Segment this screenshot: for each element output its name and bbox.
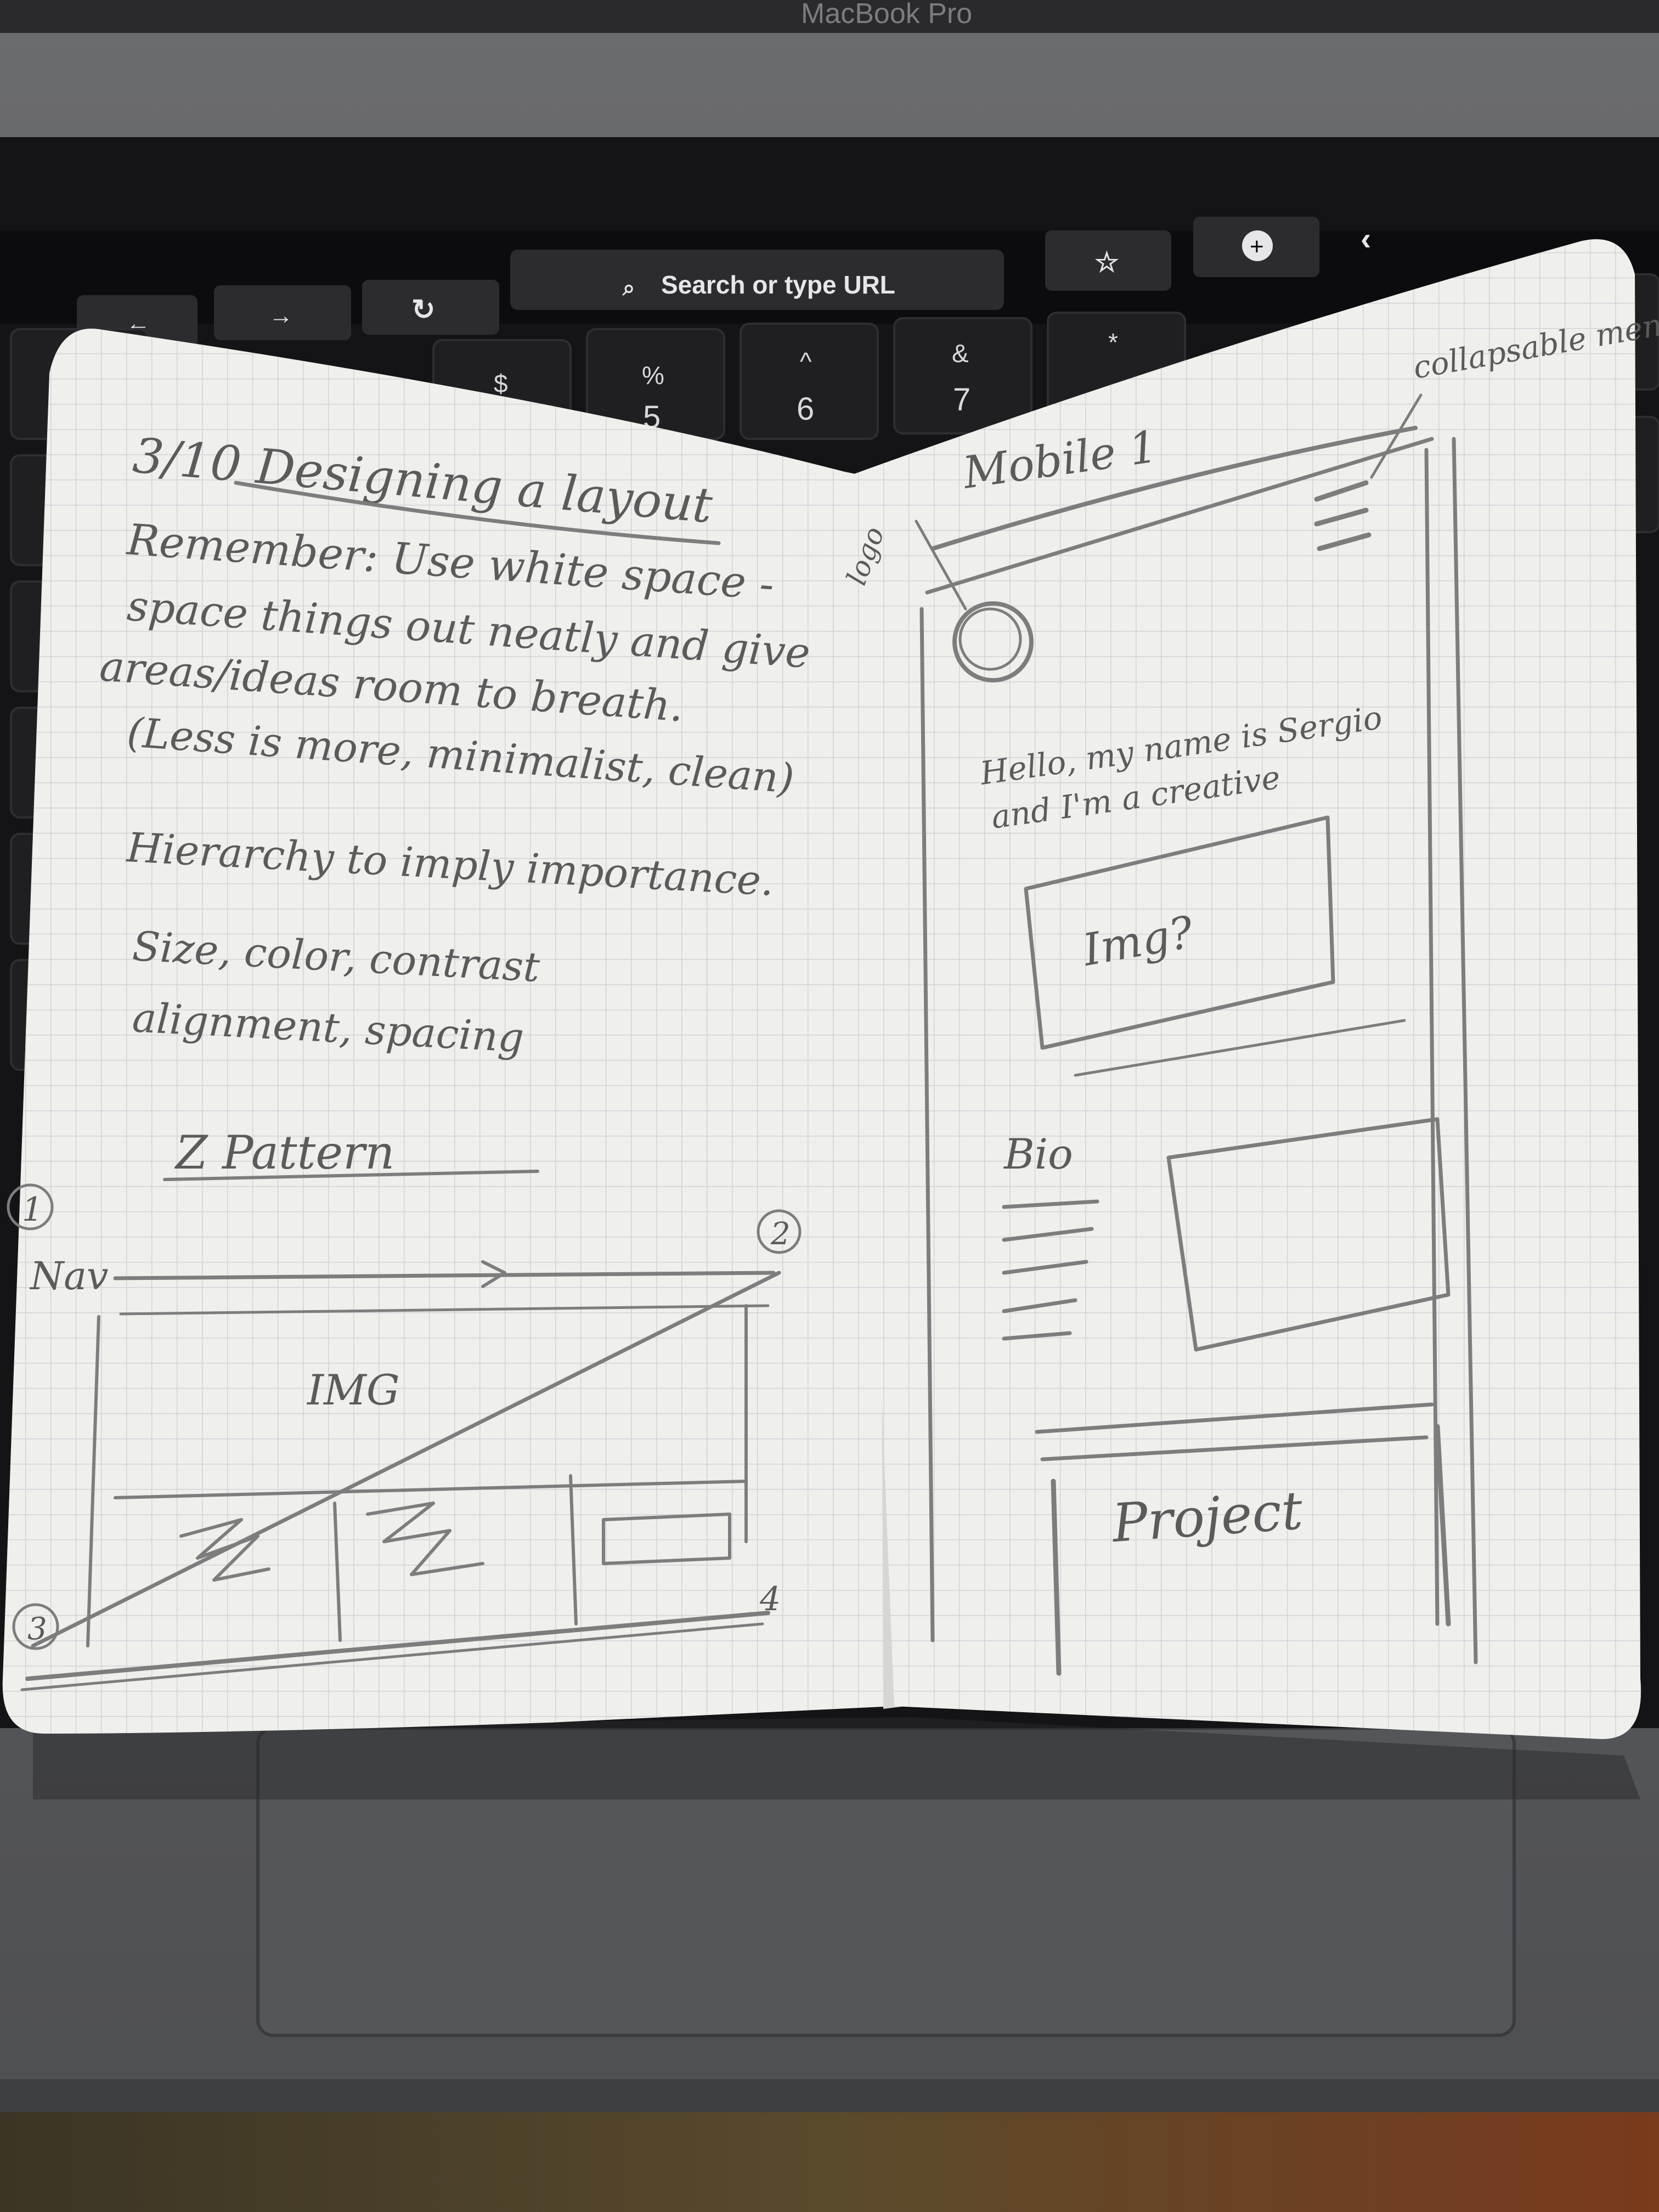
key-top-label: &	[952, 339, 969, 368]
z-bottom-line	[25, 1611, 770, 1681]
hamburger-menu-icon	[1314, 480, 1372, 551]
left-page: 3/10 Designing a layout Remember: Use wh…	[2, 329, 900, 1734]
menu-annotation-pointer	[1370, 393, 1423, 479]
bio-image-box	[1166, 1117, 1451, 1352]
nav-bar-line	[113, 1271, 776, 1280]
bio-label: Bio	[1003, 1130, 1073, 1178]
key-top-label: *	[1108, 328, 1118, 357]
key-top-label: %	[642, 361, 664, 390]
project-side-lines	[1051, 1424, 1451, 1676]
table-mat	[0, 2101, 1659, 2212]
search-icon: ⌕	[622, 276, 635, 300]
marker-label: 1	[22, 1190, 43, 1229]
marker-1	[7, 1183, 54, 1231]
star-icon: ☆	[1094, 247, 1119, 278]
key[interactable]	[893, 317, 1032, 435]
project-divider	[1035, 1402, 1434, 1462]
reload-icon: ↻	[411, 294, 436, 326]
plus-icon-glyph: +	[1250, 233, 1264, 260]
z-arrow-top	[481, 1260, 506, 1288]
key-top-label: $	[494, 369, 508, 398]
laptop-front-edge	[0, 2079, 1659, 2112]
arrow-right-icon: →	[269, 302, 293, 329]
notebook-shadow	[33, 1717, 1640, 1799]
hero-bottom-line	[114, 1480, 748, 1499]
z-bottom-line-2	[20, 1622, 764, 1691]
logo-circle	[952, 601, 1034, 682]
forward-button[interactable]	[214, 285, 351, 340]
z-pattern-heading: Z Pattern	[174, 1126, 394, 1180]
url-search-field[interactable]	[510, 250, 1004, 310]
left-page-grid	[2, 329, 900, 1734]
column-box	[602, 1513, 731, 1565]
marker-label: 2	[770, 1216, 791, 1252]
title-underline	[234, 481, 721, 545]
bookmark-button[interactable]	[1045, 230, 1171, 291]
z-diagonal	[31, 1271, 781, 1648]
laptop-model-label: MacBook Pro	[801, 0, 972, 30]
key[interactable]	[740, 323, 879, 440]
url-search-label: Search or type URL	[661, 270, 895, 299]
laptop-hinge	[0, 0, 1659, 33]
project-label: Project	[1109, 1480, 1305, 1554]
hero-box	[86, 1304, 748, 1647]
chevron-left-icon: ‹	[1361, 221, 1371, 257]
right-page: Mobile 1 collapsable menu bar logo Hello…	[840, 239, 1659, 1739]
key-bottom-label: 6	[797, 391, 814, 427]
plus-icon	[1242, 230, 1273, 261]
marker-3	[12, 1603, 59, 1650]
key-top-label: ^	[800, 347, 812, 376]
bio-text-lines	[1002, 1199, 1099, 1341]
column-divider	[333, 1474, 578, 1642]
column-scribble	[179, 1502, 484, 1582]
img-label: IMG	[306, 1365, 400, 1414]
nav-bar-underline	[119, 1304, 770, 1316]
marker-2	[757, 1209, 802, 1254]
reload-button[interactable]	[362, 280, 499, 335]
img-placeholder-box	[1024, 815, 1335, 1050]
z-heading-underline	[163, 1170, 539, 1181]
right-page-grid	[845, 239, 1641, 1739]
header-line	[930, 426, 1418, 551]
hero-divider	[1074, 1019, 1406, 1077]
nav-label: Nav	[29, 1254, 109, 1299]
logo-pointer	[915, 520, 967, 611]
key-bottom-label: 7	[953, 382, 970, 417]
logo-circle-inner	[958, 607, 1022, 671]
phone-outline	[919, 437, 1478, 1664]
